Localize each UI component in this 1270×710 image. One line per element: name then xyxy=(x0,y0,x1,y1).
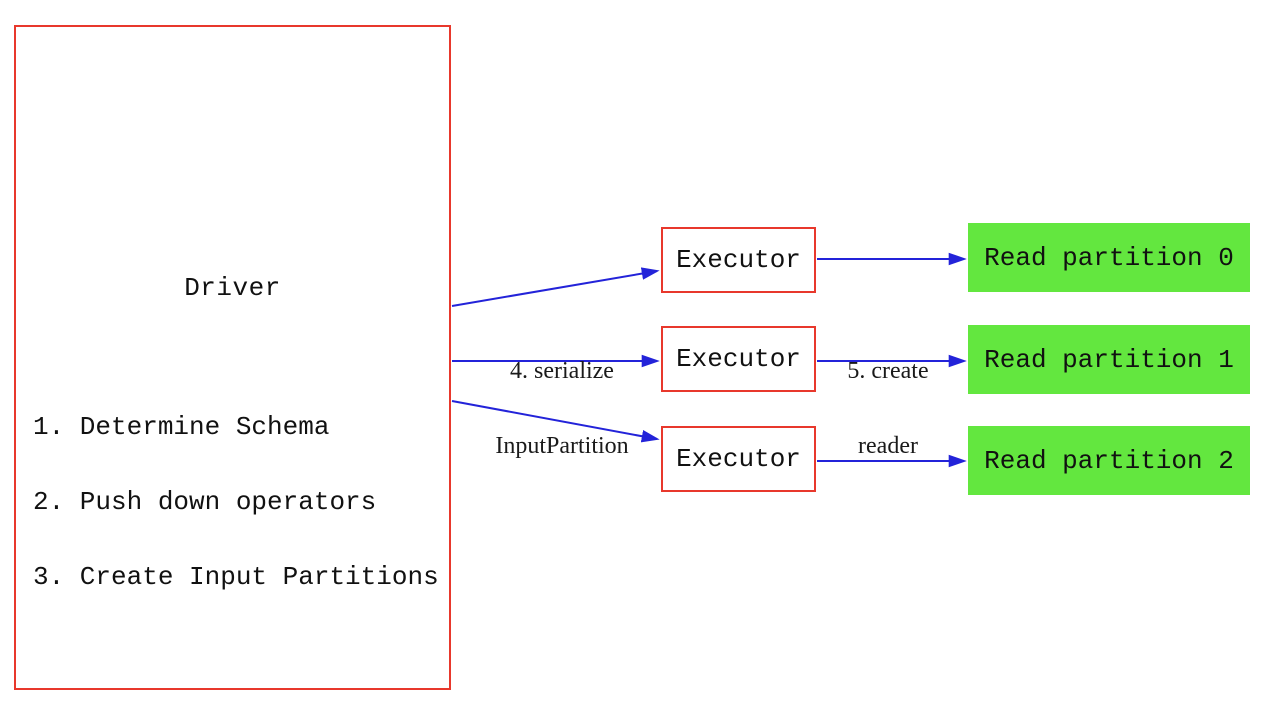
arrow-driver-to-executor-0 xyxy=(451,267,660,307)
edge-label-serialize-line2: InputPartition xyxy=(495,433,629,459)
read-partition-label-1: Read partition 1 xyxy=(984,344,1234,375)
executor-label-2: Executor xyxy=(676,444,801,474)
edge-label-reader-line2: reader xyxy=(858,433,918,459)
read-partition-label-2: Read partition 2 xyxy=(984,445,1234,476)
read-partition-box-1: Read partition 1 xyxy=(968,325,1250,394)
driver-steps: 1. Determine Schema 2. Push down operato… xyxy=(33,365,439,640)
edge-label-create-reader: 5. create reader xyxy=(788,309,988,509)
executor-label-0: Executor xyxy=(676,245,801,275)
driver-step-1: 1. Determine Schema xyxy=(33,412,330,442)
executor-box-2: Executor xyxy=(661,426,816,492)
driver-step-3: 3. Create Input Partitions xyxy=(33,562,439,592)
driver-title: Driver xyxy=(184,273,281,303)
arrow-driver-to-executor-2 xyxy=(451,400,660,443)
edge-label-serialize-line1: 4. serialize xyxy=(510,358,614,384)
executor-box-0: Executor xyxy=(661,227,816,293)
driver-box: Driver 1. Determine Schema 2. Push down … xyxy=(14,25,451,690)
executor-box-1: Executor xyxy=(661,326,816,392)
driver-step-2: 2. Push down operators xyxy=(33,487,377,517)
edge-label-reader-line1: 5. create xyxy=(847,358,929,384)
executor-label-1: Executor xyxy=(676,344,801,374)
read-partition-label-0: Read partition 0 xyxy=(984,242,1234,273)
read-partition-box-0: Read partition 0 xyxy=(968,223,1250,292)
edge-label-serialize-inputpartition: 4. serialize InputPartition xyxy=(442,309,682,509)
read-partition-box-2: Read partition 2 xyxy=(968,426,1250,495)
